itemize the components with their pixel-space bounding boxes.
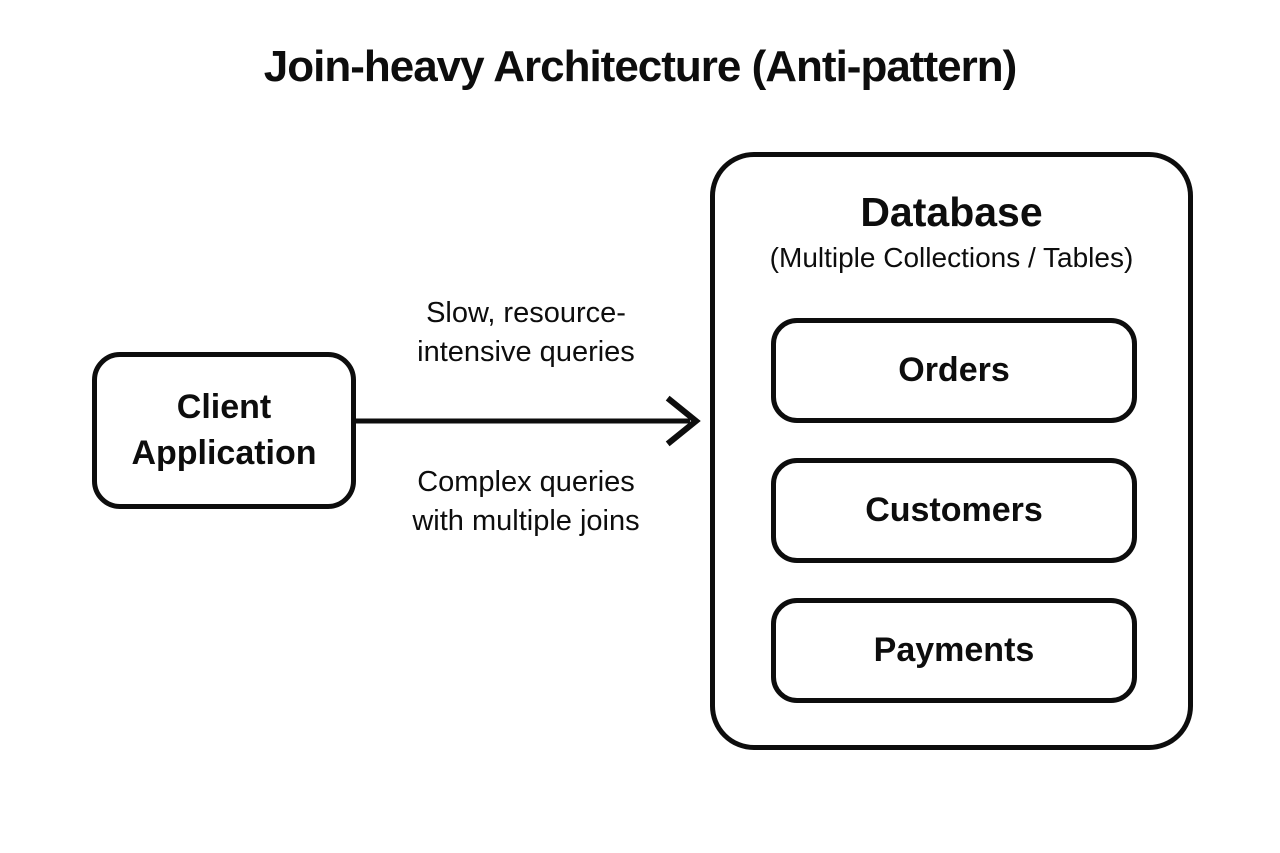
database-title: Database [860,189,1043,235]
arrow-label-top: Slow, resource- intensive queries [417,297,635,369]
table-node-orders: Orders [771,318,1137,423]
client-application-node: Client Application [92,352,356,509]
diagram-title: Join-heavy Architecture (Anti-pattern) [263,42,1017,91]
database-node: Database (Multiple Collections / Tables)… [710,152,1193,750]
client-application-label: Client Application [131,387,317,472]
database-subtitle: (Multiple Collections / Tables) [769,242,1134,274]
table-label-customers: Customers [865,491,1043,529]
right-arrow-icon [356,395,701,447]
table-node-payments: Payments [771,598,1137,703]
table-node-customers: Customers [771,458,1137,563]
table-label-payments: Payments [873,631,1035,669]
table-label-orders: Orders [898,351,1010,389]
arrow-label-bottom: Complex queries with multiple joins [412,466,640,538]
